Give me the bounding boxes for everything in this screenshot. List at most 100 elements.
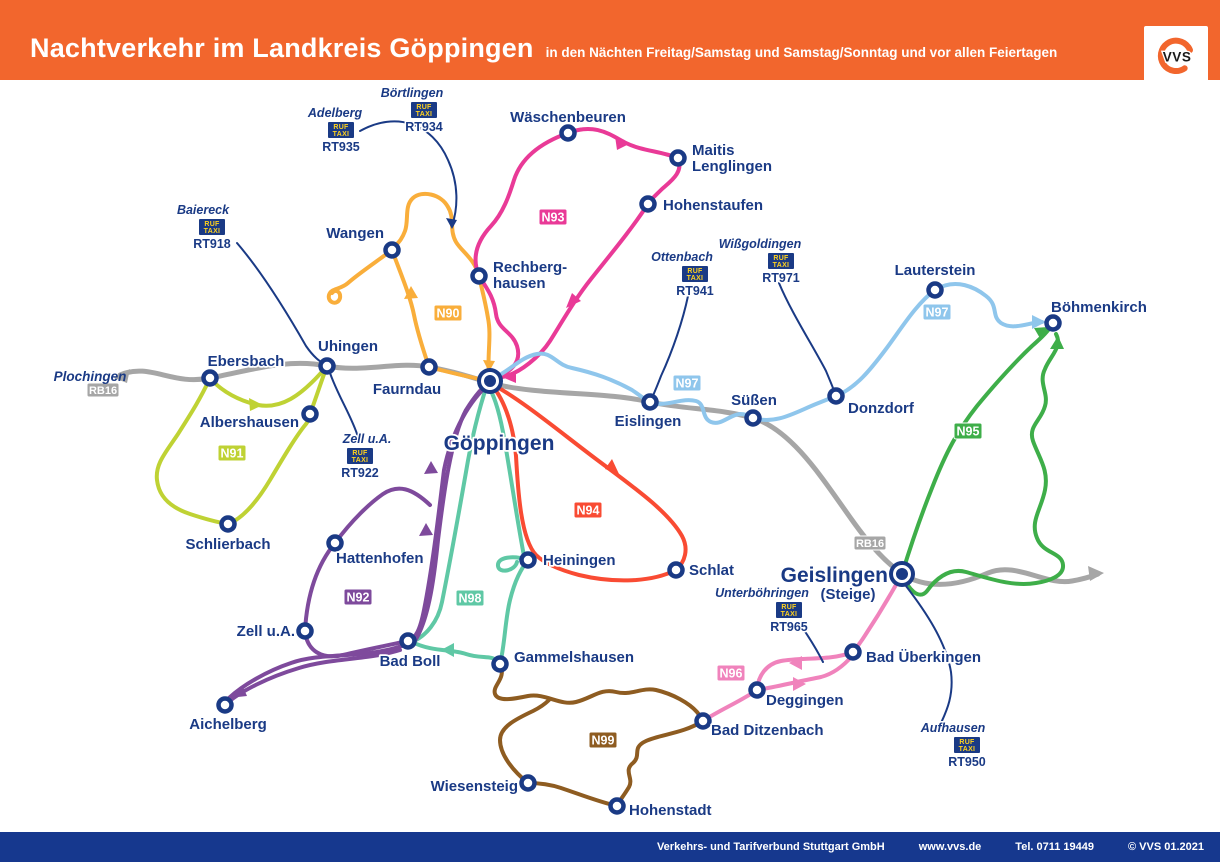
route-n95 <box>900 327 1065 597</box>
station-label: Donzdorf <box>848 400 915 417</box>
svg-text:RUF: RUF <box>352 450 368 457</box>
station-label: Bad Überkingen <box>866 649 981 666</box>
svg-text:TAXI: TAXI <box>333 131 350 138</box>
station-marker <box>926 281 944 299</box>
station-s-en: Süßen <box>729 390 779 427</box>
station-label: Rechberg- <box>493 259 567 276</box>
svg-text:TAXI: TAXI <box>773 262 790 269</box>
badge-rb16: RB16 <box>86 382 120 398</box>
svg-text:TAXI: TAXI <box>959 746 976 753</box>
direction-arrow <box>789 656 802 670</box>
station-label: Wangen <box>326 225 384 242</box>
svg-text:RUF: RUF <box>204 221 220 228</box>
ruftaxi-town: Börtlingen <box>381 86 444 100</box>
badge-n99: N99 <box>588 731 618 749</box>
svg-text:TAXI: TAXI <box>781 611 798 618</box>
station-label: Lenglingen <box>692 158 772 175</box>
direction-arrow <box>793 677 806 691</box>
footer-phone: Tel. 0711 19449 <box>1015 841 1094 853</box>
station-bad-boll: Bad Boll <box>378 632 442 672</box>
station-label: Geislingen <box>781 564 888 587</box>
station-marker <box>201 369 219 387</box>
station-label: Böhmenkirch <box>1051 299 1147 316</box>
station-label: Maitis <box>692 142 735 159</box>
connector-zell <box>329 372 359 438</box>
station-schlierbach: Schlierbach <box>184 515 272 555</box>
svg-text:TAXI: TAXI <box>687 275 704 282</box>
footer-copyright: © VVS 01.2021 <box>1128 841 1204 853</box>
station-marker <box>559 124 577 142</box>
svg-text:RUF: RUF <box>687 268 703 275</box>
connector-wissgoldingen <box>778 282 837 397</box>
station-marker <box>1044 314 1062 332</box>
svg-text:N94: N94 <box>577 504 600 518</box>
svg-text:N96: N96 <box>720 667 743 681</box>
station-marker <box>491 655 509 673</box>
direction-arrow <box>229 687 247 698</box>
route-rb16 <box>117 360 1101 587</box>
hub-marker <box>889 561 915 587</box>
station-bad-ditzenbach: Bad Ditzenbach <box>694 712 825 741</box>
footer-website[interactable]: www.vvs.de <box>918 841 982 853</box>
svg-text:N91: N91 <box>221 447 244 461</box>
ruftaxi-town: Unterböhringen <box>715 586 809 600</box>
svg-text:RUF: RUF <box>773 255 789 262</box>
svg-text:RB16: RB16 <box>856 538 884 550</box>
station-gammelshausen: Gammelshausen <box>491 647 636 673</box>
station-marker <box>639 195 657 213</box>
station-uhingen: Uhingen <box>316 336 380 375</box>
ruftaxi-box-icon <box>347 448 373 464</box>
svg-text:TAXI: TAXI <box>204 228 221 235</box>
station-ebersbach: Ebersbach <box>201 351 286 387</box>
ruftaxi-town: Wißgoldingen <box>719 237 802 251</box>
footer-company: Verkehrs- und Tarifverbund Stuttgart Gmb… <box>656 841 885 853</box>
vvs-logo-icon: VVS <box>1157 37 1195 74</box>
connector-adelberg <box>359 120 458 227</box>
station-marker <box>383 241 401 259</box>
station-wiesensteig: Wiesensteig <box>429 774 537 797</box>
direction-arrow <box>249 398 263 411</box>
stations: WäschenbeurenMaitisLenglingenHohenstaufe… <box>184 107 1149 821</box>
svg-text:RUF: RUF <box>959 739 975 746</box>
station-label: Aichelberg <box>189 716 267 733</box>
station-label: Eislingen <box>615 413 682 430</box>
svg-text:N99: N99 <box>592 734 615 748</box>
ruftaxi-code: RT935 <box>322 140 360 154</box>
station-label: Hattenhofen <box>336 550 424 567</box>
direction-arrow <box>441 643 454 657</box>
direction-arrows <box>114 136 1104 698</box>
station-albershausen: Albershausen <box>198 405 319 433</box>
station-label: Deggingen <box>766 692 844 709</box>
direction-arrow <box>1032 315 1046 329</box>
ruftaxi-connectors <box>236 120 953 724</box>
station-label: Zell u.A. <box>237 623 295 640</box>
station-aichelberg: Aichelberg <box>187 696 269 735</box>
ruftaxi-box-icon <box>199 219 225 235</box>
direction-arrow <box>419 523 433 536</box>
ruftaxi-code: RT918 <box>193 237 231 251</box>
station-marker <box>608 797 626 815</box>
station-w-schenbeuren: Wäschenbeuren <box>508 107 628 142</box>
ruftaxi-code: RT941 <box>676 284 714 298</box>
station-label: Uhingen <box>318 338 378 355</box>
hub-marker <box>477 368 503 394</box>
direction-arrow <box>615 136 629 150</box>
connector-aufhausen <box>905 585 953 724</box>
terminus-plochingen: Plochingen <box>54 369 127 384</box>
route-n99 <box>492 662 705 808</box>
station-marker <box>827 387 845 405</box>
svg-text:N93: N93 <box>542 211 565 225</box>
badge-n97: N97 <box>922 303 952 321</box>
station-label: Lauterstein <box>895 262 976 279</box>
terminus-label: Plochingen <box>54 369 127 384</box>
station-label: Heiningen <box>543 552 616 569</box>
ruftaxi-box-icon <box>328 122 354 138</box>
